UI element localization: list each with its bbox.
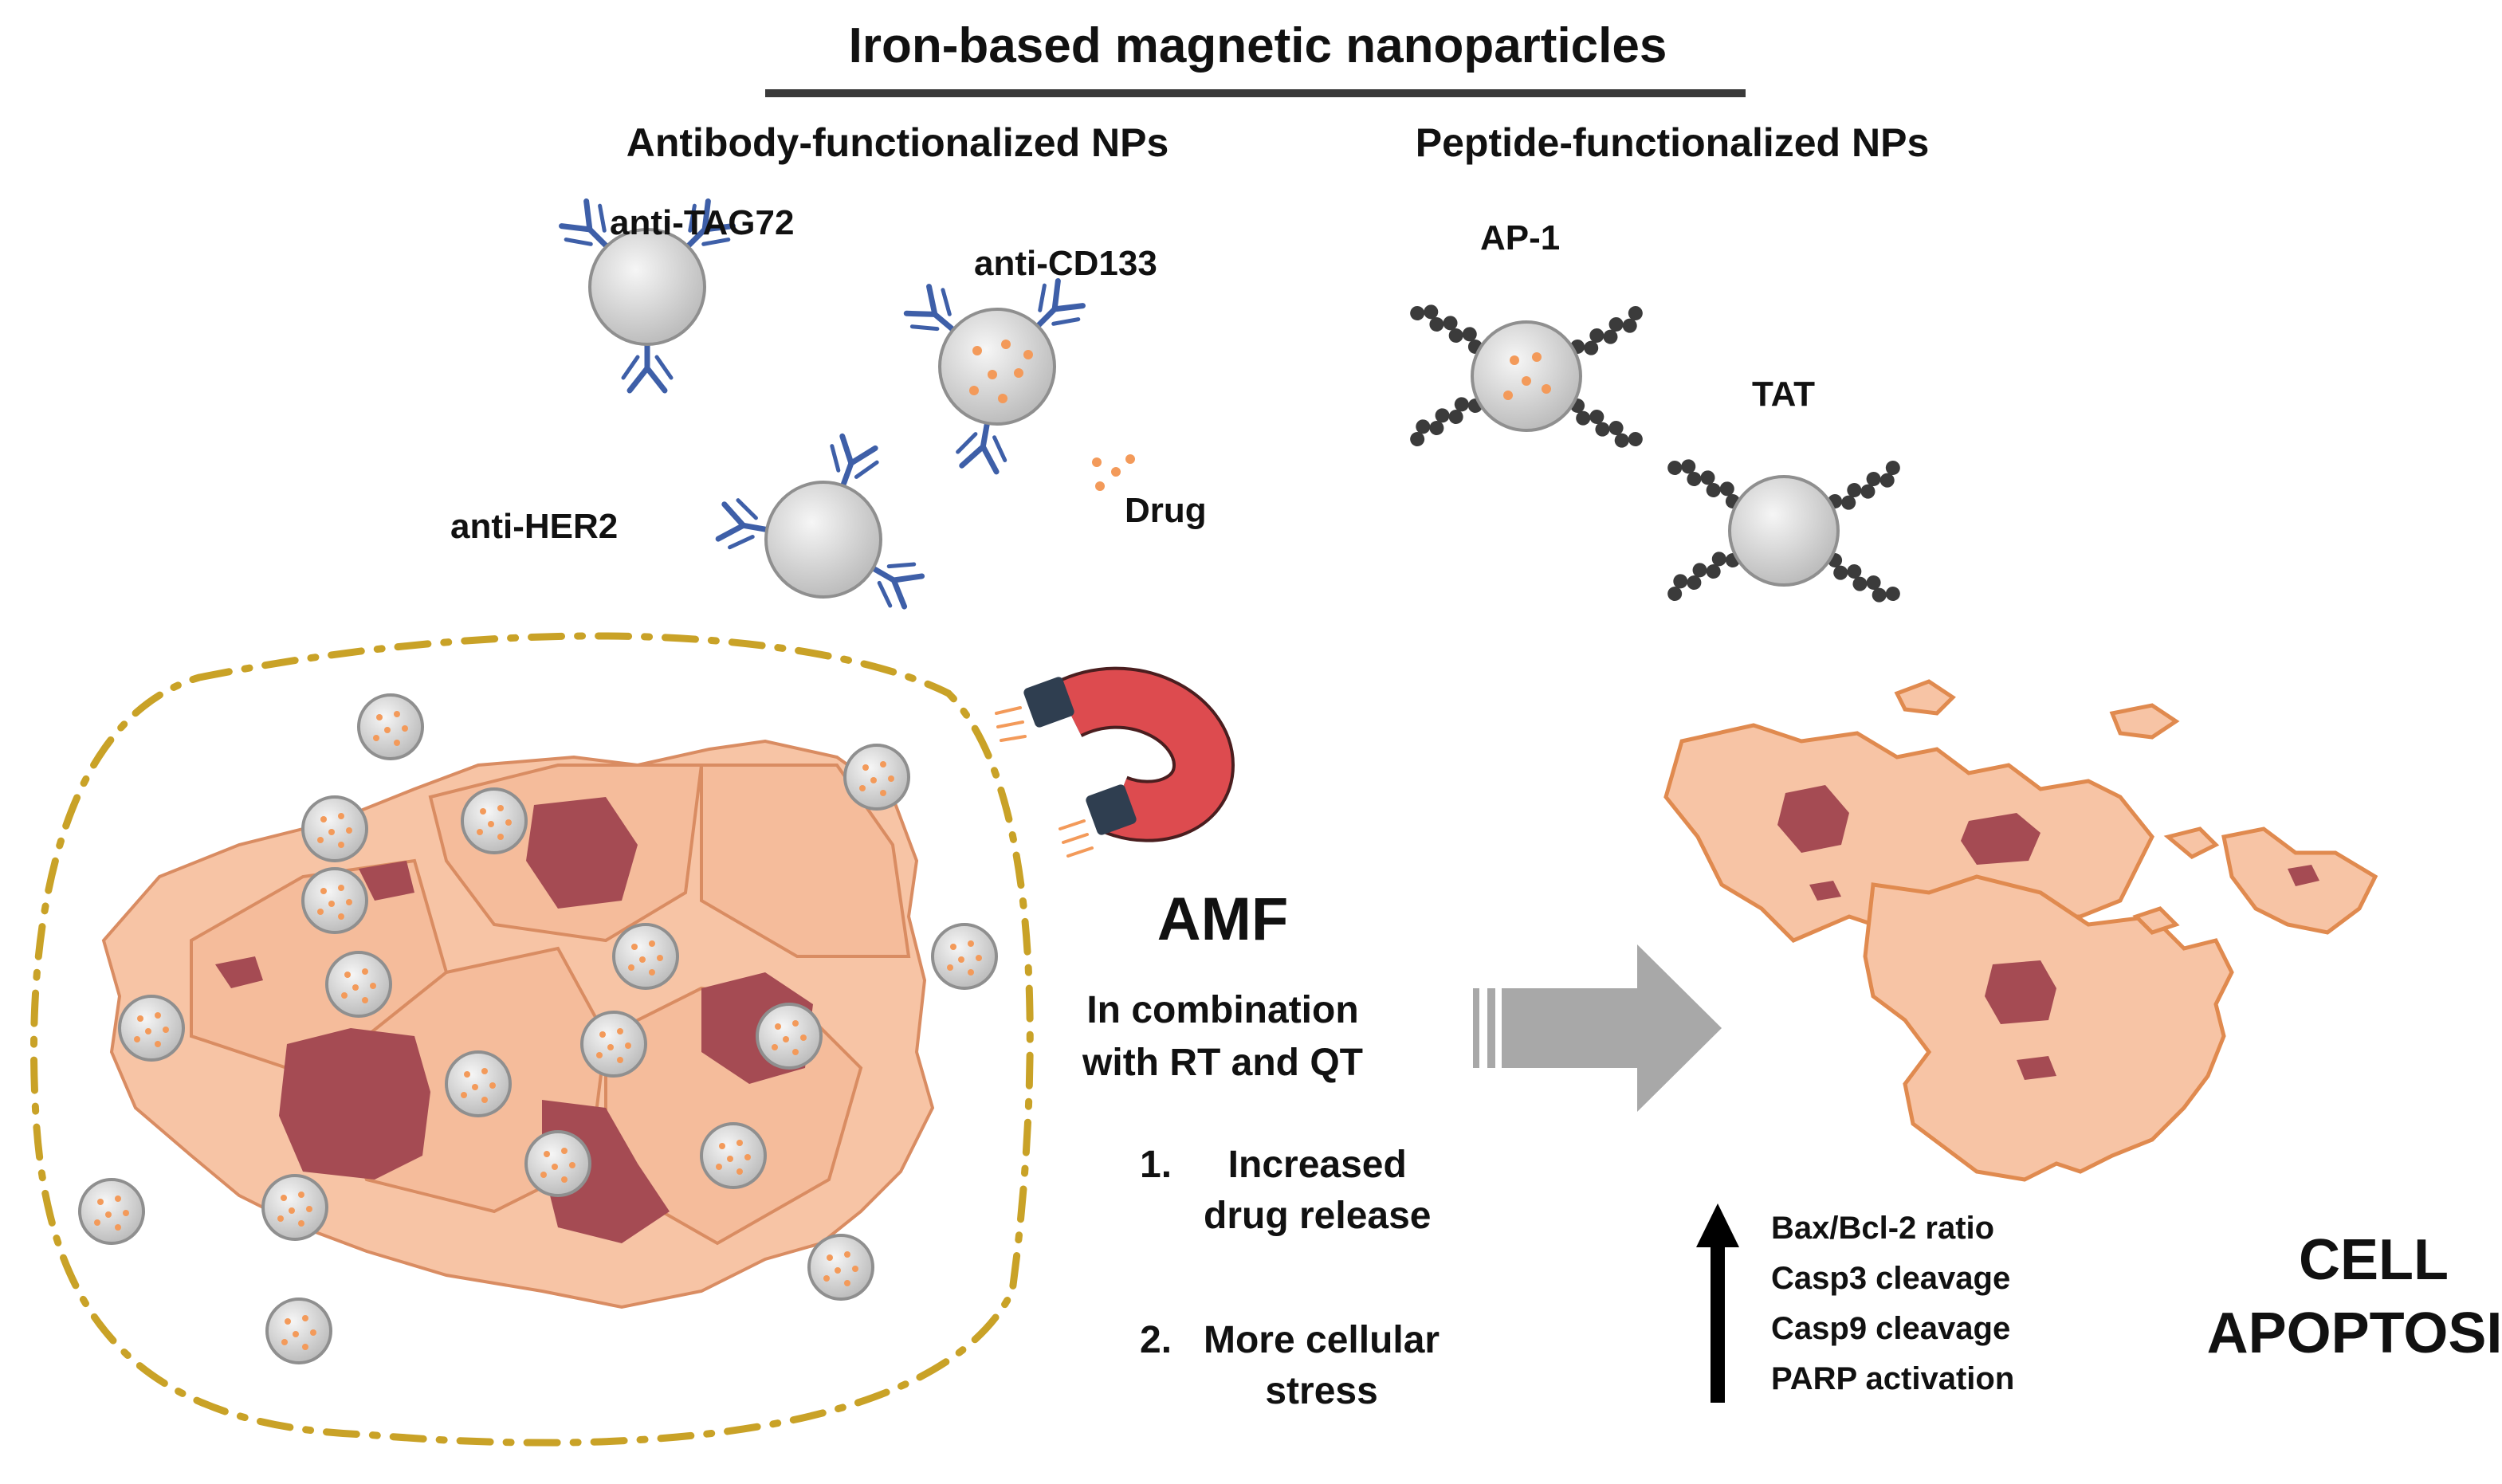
increase-arrow xyxy=(1696,1203,1739,1403)
outcome-line2: APOPTOSIS xyxy=(2206,1301,2502,1365)
amf-subtitle-line1: In combination xyxy=(1086,989,1359,1031)
effect-item-2: 2. More cellular stress xyxy=(1140,1315,1440,1417)
effect-text: Increased drug release xyxy=(1204,1140,1431,1242)
peptide-header: Peptide-functionalized NPs xyxy=(1415,120,1930,165)
effect-number: 1. xyxy=(1140,1144,1172,1186)
effect-line1: Increased xyxy=(1227,1144,1407,1186)
diagram-title: Iron-based magnetic nanoparticles xyxy=(848,18,1667,73)
marker-item: Bax/Bcl-2 ratio xyxy=(1771,1211,1995,1246)
tumor-boundary xyxy=(29,632,1034,1447)
apoptosis-markers: Bax/Bcl-2 ratio Casp3 cleavage Casp9 cle… xyxy=(1771,1203,2014,1404)
outcome-label: CELL APOPTOSIS xyxy=(2207,1223,2502,1370)
apoptotic-cells xyxy=(1663,679,2378,1182)
label-ap1: AP-1 xyxy=(1480,218,1561,257)
amf-subtitle-line2: with RT and QT xyxy=(1082,1042,1363,1084)
magnet-icon xyxy=(995,666,1235,858)
marker-item: PARP activation xyxy=(1771,1361,2015,1396)
drug-legend xyxy=(1092,454,1135,491)
label-tat: TAT xyxy=(1752,375,1815,414)
label-drug: Drug xyxy=(1125,491,1207,530)
np-anti-her2 xyxy=(717,434,925,612)
marker-item: Casp3 cleavage xyxy=(1771,1261,2011,1296)
effect-text: More cellular stress xyxy=(1204,1315,1440,1417)
amf-label: AMF xyxy=(1157,885,1289,953)
antibody-header: Antibody-functionalized NPs xyxy=(626,120,1169,165)
process-arrow xyxy=(1473,944,1722,1112)
np-ap1 xyxy=(1403,296,1650,456)
label-anti-her2: anti-HER2 xyxy=(450,507,619,546)
title-underline xyxy=(765,89,1746,97)
np-tat xyxy=(1660,451,1907,610)
effect-line2: drug release xyxy=(1204,1195,1432,1237)
effect-number: 2. xyxy=(1140,1319,1172,1361)
marker-item: Casp9 cleavage xyxy=(1771,1311,2011,1346)
label-anti-cd133: anti-CD133 xyxy=(974,244,1157,283)
label-anti-tag72: anti-TAG72 xyxy=(610,203,795,242)
effect-line1: More cellular xyxy=(1204,1319,1440,1361)
np-anti-cd133 xyxy=(902,277,1087,473)
apoptotic-nuclei xyxy=(1777,785,2319,1080)
effect-item-1: 1. Increased drug release xyxy=(1140,1140,1431,1242)
np-anti-tag72 xyxy=(557,197,737,391)
effect-line2: stress xyxy=(1265,1370,1378,1412)
amf-subtitle: In combination with RT and QT xyxy=(1082,984,1363,1089)
outcome-line1: CELL xyxy=(2299,1228,2449,1292)
